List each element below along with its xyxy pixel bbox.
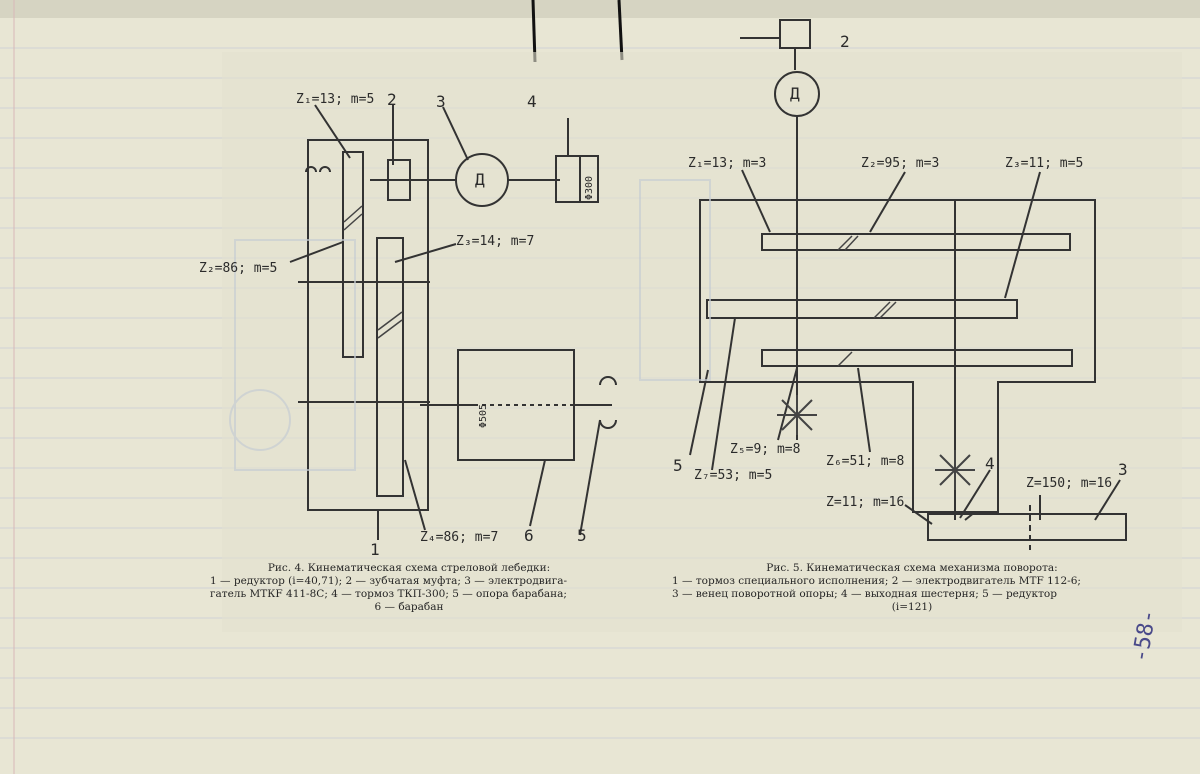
fig5-label-z5: Z₅=9; m=8 — [730, 442, 801, 457]
fig4-label-z1: Z₁=13; m=5 — [296, 92, 375, 107]
fig4-label-6: 6 — [524, 526, 534, 545]
fig5-diagram — [689, 19, 1127, 550]
fig5-motor-symbol: Д — [790, 84, 800, 103]
fig4-diagram — [289, 104, 617, 540]
bleed-through — [229, 179, 711, 471]
fig5-label-z1: Z₁=13; m=3 — [688, 156, 767, 171]
fig4-motor-symbol: Д — [475, 170, 485, 189]
fig4-caption-line2: гатель МТКF 411-8С; 4 — тормоз ТКП-300; … — [210, 588, 567, 600]
fig5-label-z-ring: Z=150; m=16 — [1026, 476, 1113, 491]
fig5-caption-line3: (i=121) — [891, 601, 933, 613]
fig4-caption: Рис. 4. Кинематическая схема стреловой л… — [210, 562, 608, 614]
fig5-bevel-gears — [777, 395, 975, 490]
fig5-label-z6: Z₆=51; m=8 — [826, 454, 905, 469]
fig5-hatch — [837, 235, 897, 367]
fig4-caption-line1: 1 — редуктор (i=40,71); 2 — зубчатая муф… — [210, 575, 568, 587]
fig5-caption-line2: 3 — венец поворотной опоры; 4 — выходная… — [672, 588, 1057, 600]
fig5-label-z7: Z₇=53; m=5 — [694, 468, 773, 483]
fig5-label-2: 2 — [840, 32, 850, 51]
fig4-hatch — [343, 205, 403, 339]
fig4-label-z3: Z₃=14; m=7 — [456, 234, 535, 249]
fig4-drum-diameter: Φ505 — [478, 403, 489, 428]
fig4-label-z2: Z₂=86; m=5 — [199, 261, 278, 276]
fig4-brake-diameter: Φ300 — [584, 175, 595, 200]
fig5-caption-line1: 1 — тормоз специального исполнения; 2 — … — [672, 575, 1081, 587]
fig5-label-z2: Z₂=95; m=3 — [861, 156, 940, 171]
fig5-label-3: 3 — [1118, 460, 1128, 479]
fig4-label-5: 5 — [577, 526, 587, 545]
fig5-caption: Рис. 5. Кинематическая схема механизма п… — [672, 562, 1152, 614]
fig4-label-2: 2 — [387, 90, 397, 109]
fig4-caption-line3: 6 — барабан — [374, 601, 444, 613]
fig5-label-5: 5 — [673, 456, 683, 475]
fig4-label-3: 3 — [436, 92, 446, 111]
fig5-label-z3: Z₃=11; m=5 — [1005, 156, 1084, 171]
fig4-caption-title: Рис. 4. Кинематическая схема стреловой л… — [267, 562, 551, 574]
fig4-label-4: 4 — [527, 92, 537, 111]
fig5-label-4: 4 — [985, 454, 995, 473]
fig4-label-1: 1 — [370, 540, 380, 559]
fig5-caption-title: Рис. 5. Кинематическая схема механизма п… — [766, 562, 1058, 574]
fig5-label-z-output: Z=11; m=16 — [826, 495, 905, 510]
fig4-label-z4: Z₄=86; m=7 — [420, 530, 499, 545]
